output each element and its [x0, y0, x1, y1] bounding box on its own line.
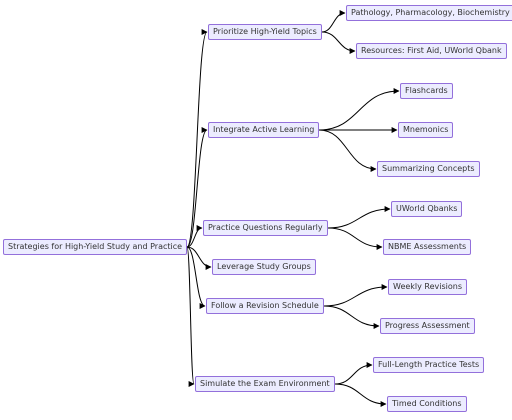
leaf-mnemonics: Mnemonics — [398, 122, 454, 138]
edge-topic-2-to-leaf-1 — [327, 227, 383, 250]
topic-integrate-active-learning: Integrate Active Learning — [208, 122, 320, 138]
edge-topic-4-to-leaf-1 — [323, 305, 380, 329]
topic-leverage-study-groups: Leverage Study Groups — [212, 259, 316, 275]
root-node: Strategies for High-Yield Study and Prac… — [3, 239, 188, 255]
edge-topic-5-to-leaf-1 — [334, 383, 387, 407]
edge-topic-1-to-leaf-0 — [318, 88, 400, 131]
leaf-full-length-practice-tests: Full-Length Practice Tests — [373, 357, 485, 373]
leaf-flashcards: Flashcards — [400, 83, 453, 99]
edge-topic-5-to-leaf-0 — [334, 362, 373, 385]
edge-root-to-topic-4 — [186, 246, 206, 309]
edge-root-to-topic-0 — [186, 29, 208, 248]
topic-simulate-the-exam-environment: Simulate the Exam Environment — [195, 376, 335, 392]
leaf-resources-first-aid-uworld-qbank: Resources: First Aid, UWorld Qbank — [356, 43, 507, 59]
edge-root-to-topic-2 — [186, 225, 203, 248]
edge-topic-0-to-leaf-1 — [321, 31, 356, 54]
leaf-timed-conditions: Timed Conditions — [387, 396, 467, 412]
edge-topic-2-to-leaf-0 — [327, 206, 391, 229]
edge-topic-0-to-leaf-0 — [321, 10, 346, 33]
edge-topic-4-to-leaf-0 — [323, 284, 388, 307]
leaf-nbme-assessments: NBME Assessments — [383, 239, 472, 255]
leaf-uworld-qbanks: UWorld Qbanks — [391, 201, 463, 217]
leaf-weekly-revisions: Weekly Revisions — [388, 279, 468, 295]
leaf-pathology-pharmacology-biochemistry: Pathology, Pharmacology, Biochemistry — [346, 5, 512, 21]
edge-root-to-topic-1 — [186, 127, 208, 248]
topic-prioritize-high-yield-topics: Prioritize High-Yield Topics — [208, 24, 322, 40]
topic-follow-a-revision-schedule: Follow a Revision Schedule — [206, 298, 324, 314]
edge-root-to-topic-3 — [186, 246, 212, 270]
edge-root-to-topic-5 — [186, 246, 195, 387]
leaf-summarizing-concepts: Summarizing Concepts — [377, 161, 480, 177]
leaf-progress-assessment: Progress Assessment — [380, 318, 475, 334]
topic-practice-questions-regularly: Practice Questions Regularly — [203, 220, 328, 236]
edge-topic-1-to-leaf-2 — [318, 129, 377, 172]
